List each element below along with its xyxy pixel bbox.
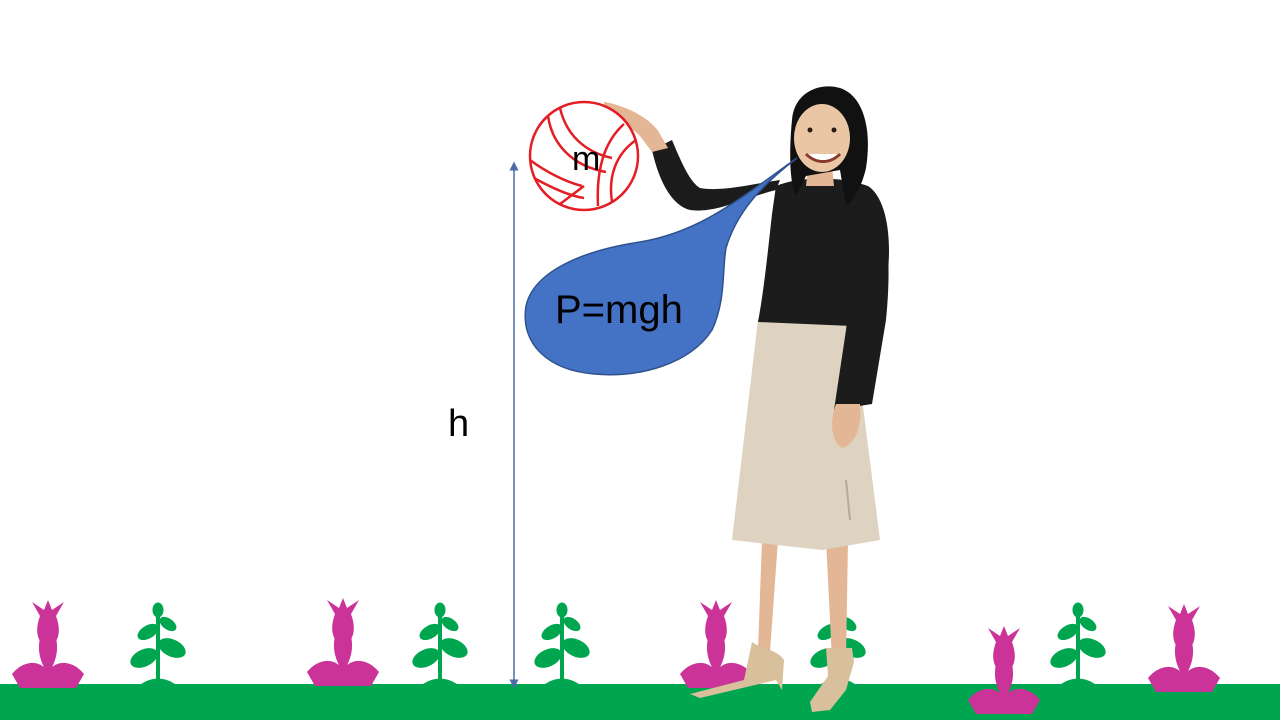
- mass-label: m: [572, 140, 600, 178]
- tulip-icon: [968, 626, 1040, 714]
- sprout-icon: [407, 601, 473, 686]
- sprout-icon: [125, 601, 191, 686]
- sprout-row: [125, 601, 1111, 686]
- volleyball-icon: [528, 100, 640, 212]
- tulip-icon: [307, 598, 379, 686]
- tulip-icon: [12, 600, 84, 688]
- sprout-icon: [1045, 601, 1111, 686]
- ground: [0, 684, 1280, 720]
- energy-formula: P=mgh: [555, 288, 683, 332]
- tulip-icon: [680, 600, 752, 688]
- speech-bubble: [524, 157, 798, 376]
- sprout-icon: [529, 601, 595, 686]
- woman-figure: [604, 86, 890, 712]
- tulip-icon: [1148, 604, 1220, 692]
- height-label: h: [448, 403, 469, 445]
